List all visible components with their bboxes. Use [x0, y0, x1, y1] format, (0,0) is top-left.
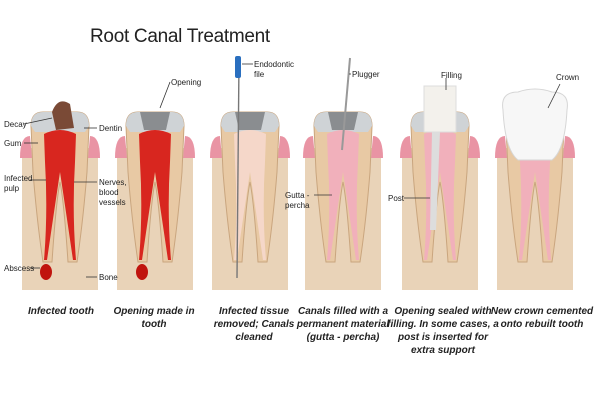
caption-step-5: Opening sealed with filling. In some cas…: [387, 306, 499, 356]
opening-4: [328, 112, 358, 130]
decay-spot: [52, 101, 74, 130]
filling-5: [423, 85, 457, 133]
label-opening: Opening: [171, 78, 202, 87]
caption-step-1: Infected tooth: [27, 306, 95, 317]
gum-left-5: [400, 136, 412, 158]
label-plugger: Plugger: [352, 70, 380, 79]
gum-right-1: [88, 136, 100, 158]
label-infected-pulp: Infected pulp: [4, 174, 33, 193]
caption-step-3: Infected tissue removed; Canals cleaned: [213, 306, 295, 343]
gum-left-3: [210, 136, 222, 158]
leader-opening: [159, 81, 171, 109]
caption-step-4: Canals filled with a permanent material …: [296, 306, 390, 343]
opening-2: [140, 112, 170, 130]
file-handle: [235, 56, 241, 78]
gum-right-5: [468, 136, 480, 158]
gum-left-6: [495, 136, 507, 158]
label-dentin: Dentin: [99, 124, 123, 133]
label-crown: Crown: [556, 73, 580, 82]
gum-right-2: [183, 136, 195, 158]
caption-step-6: New crown cemented onto rebuilt tooth: [490, 306, 594, 330]
opening-3: [235, 112, 265, 130]
pulp-4: [327, 130, 359, 260]
crown-6: [502, 88, 568, 161]
label-gum: Gum: [4, 139, 22, 148]
label-endodontic-file: Endodontic file: [254, 60, 295, 79]
leader-crown: [547, 83, 561, 109]
label-decay: Decay: [4, 120, 27, 129]
plugger: [341, 57, 351, 151]
pulp-3: [234, 130, 266, 260]
label-abscess: Abscess: [4, 264, 35, 273]
diagram-title: Root Canal Treatment: [90, 26, 270, 47]
label-filling: Filling: [441, 71, 462, 80]
endodontic-file: [236, 59, 240, 279]
abscess-2: [136, 264, 148, 280]
pulp-6: [519, 130, 551, 260]
gum-left-4: [303, 136, 315, 158]
label-gutta-percha: Gutta - percha: [285, 191, 310, 210]
label-bone: Bone: [99, 273, 118, 282]
pulp-1: [44, 130, 76, 260]
label-post: Post: [388, 194, 405, 203]
pulp-2: [139, 130, 171, 260]
caption-step-2: Opening made in tooth: [113, 306, 195, 330]
gum-left-1: [20, 136, 32, 158]
gum-right-4: [371, 136, 383, 158]
label-nerves: Nerves, blood vessels: [99, 178, 127, 207]
gum-left-2: [115, 136, 127, 158]
abscess-1: [40, 264, 52, 280]
gum-right-6: [563, 136, 575, 158]
leader-decay: [23, 117, 53, 125]
post-5: [430, 132, 440, 230]
gum-right-3: [278, 136, 290, 158]
